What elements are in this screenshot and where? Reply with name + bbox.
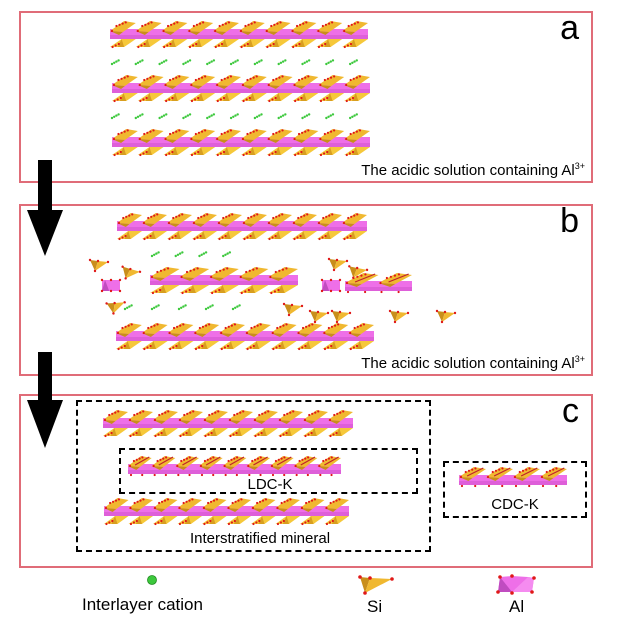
tot-layer-b1 [117,213,367,241]
cdc-k-box [443,461,587,518]
al-octahedron-fragment-2 [320,278,342,293]
si-fragment-6 [282,302,304,317]
interlayer-cation-icon [147,575,157,585]
panel-label-c: c [562,392,579,430]
al-octahedron-fragment-1 [100,278,122,293]
cation-row-b1 [150,251,232,258]
tot-layer-b2-partial [150,267,298,295]
caption-b: The acidic solution containing Al3+ [361,354,585,372]
tot-layer-c1 [103,410,353,438]
legend-interlayer-cation-label: Interlayer cation [82,595,203,614]
down-arrow-a-to-b [27,160,63,256]
tot-layer-a3 [112,129,370,157]
si-fragment-4 [348,265,369,279]
tot-layer-c3 [104,498,349,526]
down-arrow-b-to-c [27,352,63,448]
al-octahedron-icon [496,574,536,595]
tot-layer-a1 [110,21,368,49]
ldc-k-box [119,448,418,494]
si-fragment-8 [330,309,352,324]
legend-si-label: Si [367,597,383,616]
caption-a: The acidic solution containing Al3+ [361,161,585,179]
si-fragment-7 [308,309,330,324]
interstratified-mineral-label: Interstratified mineral [189,530,331,547]
interstratified-mineral-box [76,400,431,552]
cdc-k-label: CDC-K [491,496,539,513]
si-fragment-10 [435,309,457,324]
si-fragment-9 [388,309,410,324]
tot-layer-b2-fragment [345,273,412,294]
si-fragment-1 [88,258,110,273]
cation-row-a2 [110,113,358,120]
si-tetrahedron-icon [358,575,394,595]
cdc-k-layer [459,467,567,488]
tot-layer-a2 [112,75,370,103]
si-fragment-5 [105,301,126,315]
legend-al-label: Al [509,597,525,616]
cation-row-a1 [110,59,358,66]
cation-row-b2 [123,304,241,311]
ldc-k-label: LDC-K [247,476,293,493]
si-fragment-2 [121,265,142,280]
tot-layer-b3 [116,323,374,351]
ldc-k-layer [128,456,341,477]
panel-label-b: b [560,202,579,240]
si-fragment-3 [327,257,349,272]
panel-label-a: a [560,9,579,47]
